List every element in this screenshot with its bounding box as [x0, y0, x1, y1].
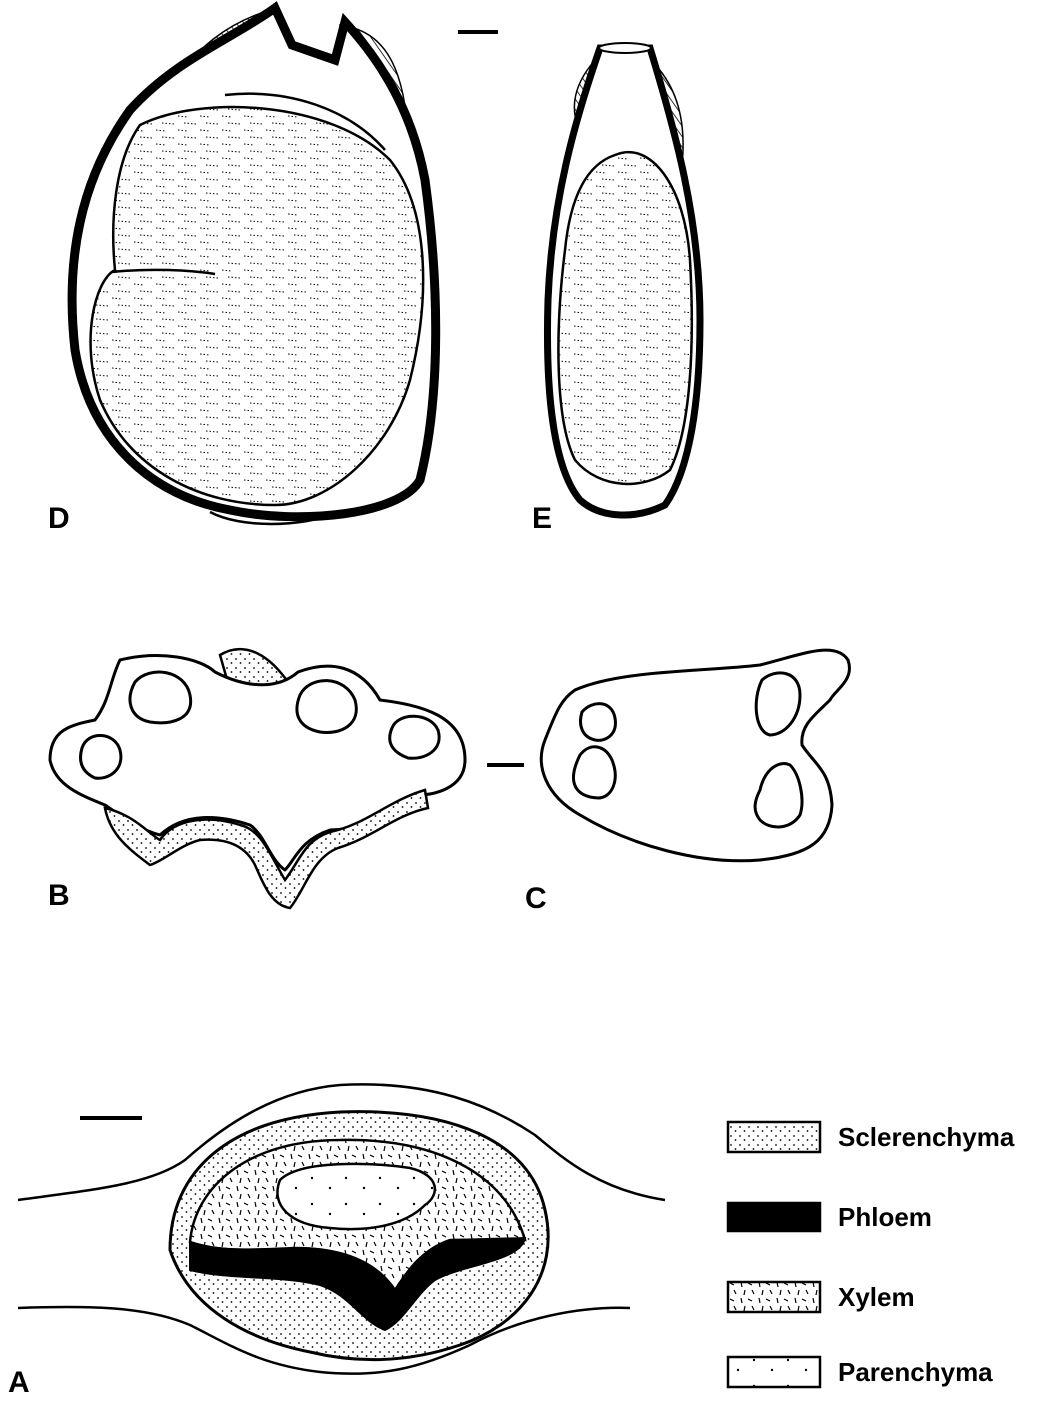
- panel-label-e: E: [532, 502, 552, 535]
- panel-a-cross-section: [18, 1084, 665, 1373]
- legend-label: Sclerenchyma: [838, 1122, 1015, 1152]
- panel-b-cross-section: [50, 649, 524, 908]
- panel-label-d: D: [48, 502, 70, 535]
- legend-label: Parenchyma: [838, 1357, 993, 1387]
- legend-item-xylem: Xylem: [728, 1282, 915, 1312]
- panel-label-c: C: [525, 882, 547, 915]
- xylem-swatch: [728, 1282, 820, 1312]
- legend-item-phloem: Phloem: [728, 1202, 932, 1232]
- legend-label: Phloem: [838, 1202, 932, 1232]
- parenchyma-swatch: [728, 1357, 820, 1387]
- panel-c-cross-section: [541, 650, 849, 861]
- legend-item-sclerenchyma: Sclerenchyma: [728, 1122, 1015, 1152]
- legend-item-parenchyma: Parenchyma: [728, 1357, 993, 1387]
- panel-d-seed-drawing: [72, 8, 498, 524]
- panel-label-b: B: [48, 879, 70, 912]
- sclerenchyma-swatch: [728, 1122, 820, 1152]
- legend: Sclerenchyma Phloem Xylem Parenchyma: [728, 1122, 1015, 1387]
- panel-e-seed-drawing: [547, 43, 700, 516]
- panel-label-a: A: [8, 1366, 30, 1399]
- legend-label: Xylem: [838, 1282, 915, 1312]
- phloem-swatch: [728, 1203, 820, 1231]
